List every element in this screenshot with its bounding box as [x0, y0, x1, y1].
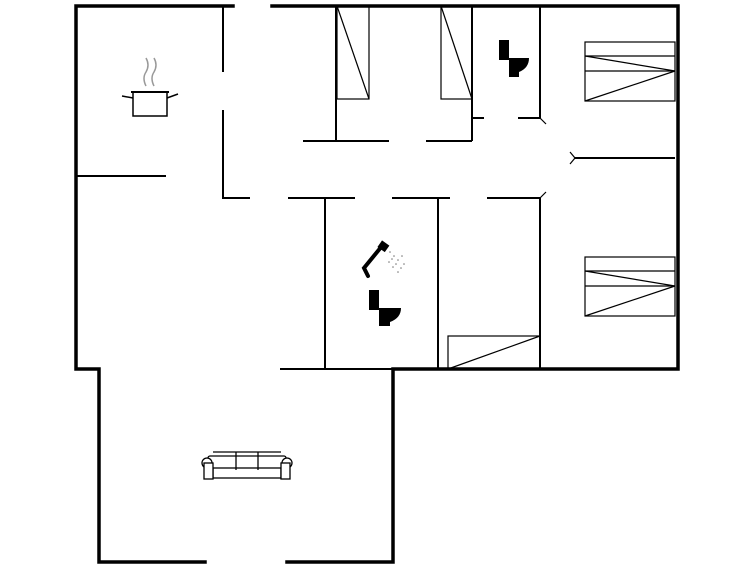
- bed-icon: [584, 256, 676, 317]
- wardrobe: [447, 335, 541, 370]
- wardrobe: [336, 5, 370, 100]
- bed-icon: [584, 41, 676, 102]
- outer-walls: [74, 4, 680, 564]
- sofa-icon: [201, 451, 293, 480]
- cooking-pot-icon: [121, 57, 179, 117]
- shower-icon: [361, 240, 405, 278]
- door-marks: [539, 117, 576, 199]
- toilet-icon: [499, 40, 529, 77]
- toilet-icon: [369, 290, 401, 326]
- wardrobe: [440, 5, 473, 100]
